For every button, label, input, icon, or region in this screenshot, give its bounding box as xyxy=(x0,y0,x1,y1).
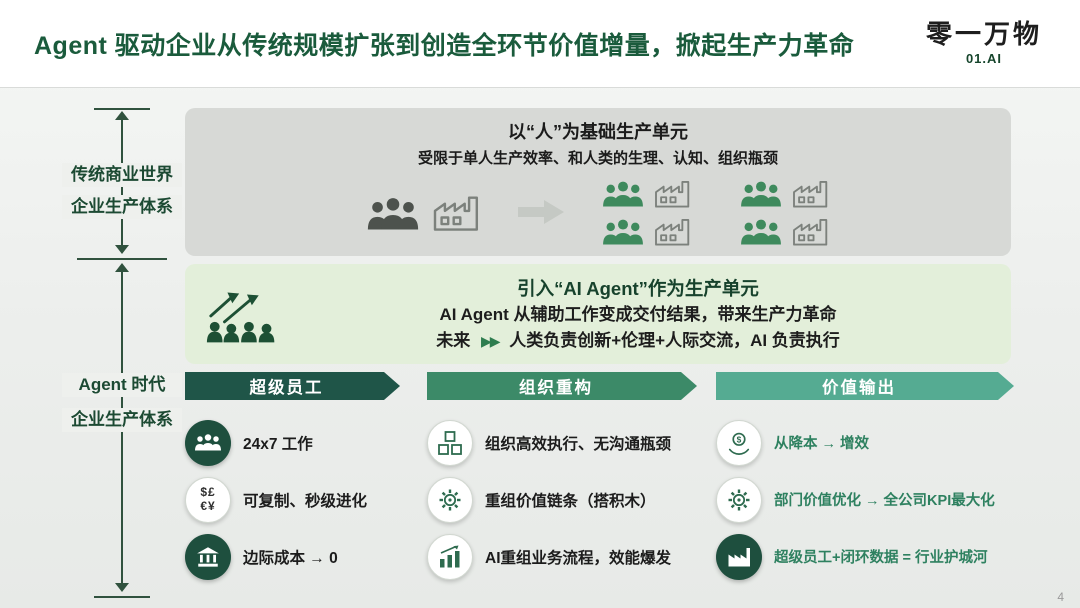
list-item: 边际成本 → 0 xyxy=(185,528,400,585)
list-item: 24x7 工作 xyxy=(185,414,400,471)
traditional-box-subheading: 受限于单人生产效率、和人类的生理、认知、组织瓶颈 xyxy=(417,150,778,167)
arrow-down-icon xyxy=(115,245,129,254)
factory-icon xyxy=(793,219,828,246)
traditional-icons-row xyxy=(185,176,1011,248)
column-value-output: 价值输出 $ 从降本 → 增效 部门价值优化 → 全公司KPI最大化 超级员工+… xyxy=(716,372,1014,585)
arrow-up-icon xyxy=(115,111,129,120)
bank-icon xyxy=(185,533,231,580)
people-factory-pair xyxy=(364,190,484,234)
column-org-restructure: 组织重构 组织高效执行、无沟通瓶颈 重组价值链条（搭积木） AI重组业务流程，效… xyxy=(427,372,697,585)
factory-icon xyxy=(655,181,690,208)
people-group-icon xyxy=(741,219,781,245)
people-group-icon xyxy=(603,219,643,245)
list-item: AI重组业务流程，效能爆发 xyxy=(427,528,697,585)
agent-box-line3: 未来 ▶▶ 人类负责创新+伦理+人际交流，AI 负责执行 xyxy=(289,328,987,354)
block-arrow-right-icon xyxy=(518,200,564,224)
item-label: 部门价值优化 → 全公司KPI最大化 xyxy=(774,493,995,509)
list-item: 部门价值优化 → 全公司KPI最大化 xyxy=(716,471,1014,528)
growth-team-icon xyxy=(206,292,275,343)
factory-icon xyxy=(793,181,828,208)
era-label-agent-1: Agent 时代 xyxy=(62,373,182,398)
agent-box-line2: AI Agent 从辅助工作变成交付结果，带来生产力革命 xyxy=(439,305,837,325)
currency-glyph-top: $£ xyxy=(200,484,216,499)
item-label: 可复制、秒级进化 xyxy=(243,492,368,510)
logo-wordmark: 零一万物 xyxy=(925,20,1042,50)
factory-icon xyxy=(433,196,479,231)
column-items: 组织高效执行、无沟通瓶颈 重组价值链条（搭积木） AI重组业务流程，效能爆发 xyxy=(427,414,697,585)
team-icon xyxy=(185,419,231,466)
era-label-traditional-1: 传统商业世界 xyxy=(62,163,182,188)
era-label-agent-2: 企业生产体系 xyxy=(62,408,182,433)
column-items: $ 从降本 → 增效 部门价值优化 → 全公司KPI最大化 超级员工+闭环数据 … xyxy=(716,414,1014,585)
bar-chart-icon xyxy=(427,533,473,580)
currency-glyph-bottom: €¥ xyxy=(200,498,216,513)
future-text: 人类负责创新+伦理+人际交流，AI 负责执行 xyxy=(509,330,840,350)
factory-icon xyxy=(716,533,762,580)
scaled-people-factory-grid xyxy=(600,176,832,248)
cubes-icon xyxy=(427,419,473,466)
banner-super-employee: 超级员工 xyxy=(185,372,400,400)
arrow-up-icon xyxy=(115,263,129,272)
company-logo: 零一万物 01.AI xyxy=(925,20,1046,66)
future-label: 未来 xyxy=(436,330,471,350)
gear-icon xyxy=(427,476,473,523)
svg-text:$: $ xyxy=(737,434,742,444)
double-arrow-icon: ▶▶ xyxy=(480,332,500,349)
agent-box-heading: 引入“AI Agent”作为生产单元 xyxy=(517,277,759,299)
currency-icon: $£ €¥ xyxy=(185,476,231,523)
people-factory-pair xyxy=(600,176,694,210)
axis-tick-top xyxy=(94,108,150,110)
people-factory-pair xyxy=(600,214,694,248)
list-item: 重组价值链条（搭积木） xyxy=(427,471,697,528)
people-group-icon xyxy=(367,198,419,230)
column-super-employee: 超级员工 24x7 工作 $£ €¥ 可复制、秒级进化 边际成本 → 0 xyxy=(185,372,400,585)
banner-org-restructure: 组织重构 xyxy=(427,372,697,400)
item-label: 24x7 工作 xyxy=(243,435,313,453)
coin-hand-icon: $ xyxy=(716,419,762,466)
traditional-production-box: 以“人”为基础生产单元 受限于单人生产效率、和人类的生理、认知、组织瓶颈 xyxy=(185,108,1011,256)
banner-value-output: 价值输出 xyxy=(716,372,1014,400)
people-factory-pair xyxy=(738,176,832,210)
item-label: 重组价值链条（搭积木） xyxy=(485,492,656,510)
list-item: $£ €¥ 可复制、秒级进化 xyxy=(185,471,400,528)
column-items: 24x7 工作 $£ €¥ 可复制、秒级进化 边际成本 → 0 xyxy=(185,414,400,585)
people-factory-pair xyxy=(738,214,832,248)
era-label-traditional-2: 企业生产体系 xyxy=(62,195,182,220)
item-label: 从降本 → 增效 xyxy=(774,436,870,452)
item-label: 组织高效执行、无沟通瓶颈 xyxy=(485,435,672,453)
axis-tick-bottom xyxy=(94,596,150,598)
gear-icon xyxy=(716,476,762,523)
page-number: 4 xyxy=(1057,590,1064,604)
people-group-icon xyxy=(741,181,781,207)
arrow-down-icon xyxy=(115,583,129,592)
people-group-icon xyxy=(603,181,643,207)
item-label: 超级员工+闭环数据 = 行业护城河 xyxy=(774,550,988,566)
traditional-box-heading: 以“人”为基础生产单元 xyxy=(508,122,688,142)
list-item: $ 从降本 → 增效 xyxy=(716,414,1014,471)
slide-header: Agent 驱动企业从传统规模扩张到创造全环节价值增量，掀起生产力革命 零一万物… xyxy=(0,0,1080,88)
agent-production-box: 引入“AI Agent”作为生产单元 AI Agent 从辅助工作变成交付结果，… xyxy=(185,264,1011,364)
axis-tick-mid xyxy=(77,258,167,260)
slide-title: Agent 驱动企业从传统规模扩张到创造全环节价值增量，掀起生产力革命 xyxy=(34,31,855,60)
factory-icon xyxy=(655,219,690,246)
item-label: 边际成本 → 0 xyxy=(243,549,338,567)
agent-box-text: 引入“AI Agent”作为生产单元 AI Agent 从辅助工作变成交付结果，… xyxy=(289,275,987,354)
item-label: AI重组业务流程，效能爆发 xyxy=(485,549,672,567)
logo-subtext: 01.AI xyxy=(965,50,1003,66)
list-item: 组织高效执行、无沟通瓶颈 xyxy=(427,414,697,471)
list-item: 超级员工+闭环数据 = 行业护城河 xyxy=(716,528,1014,585)
